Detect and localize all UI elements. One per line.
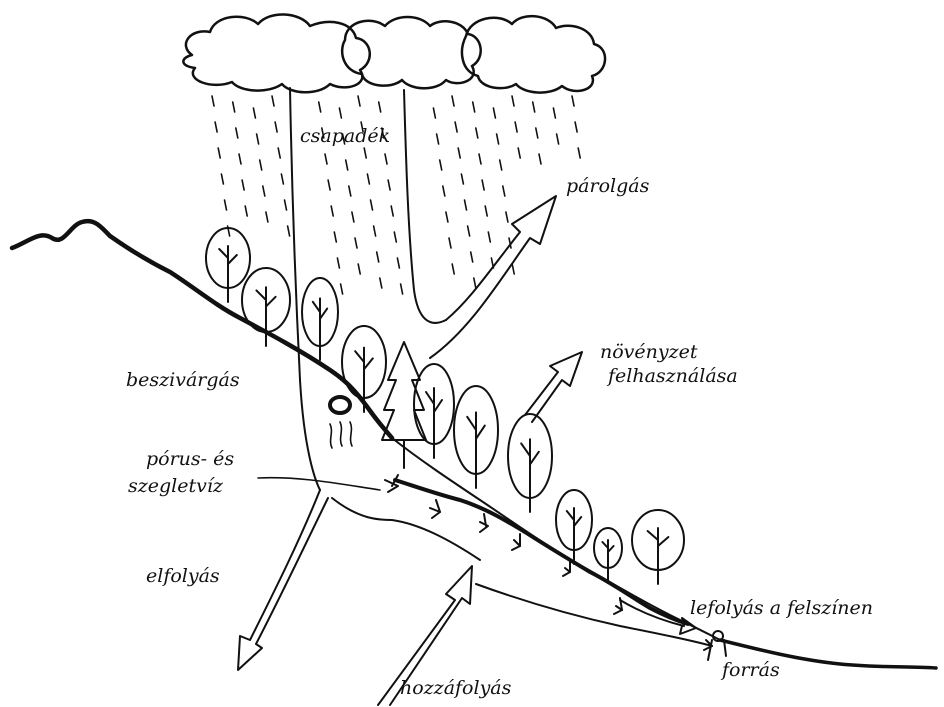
tree-trunk (219, 246, 237, 302)
label-evaporation: párolgás (566, 175, 650, 197)
label-vegetation-line2: felhasználása (606, 365, 738, 387)
label-precipitation: csapadék (300, 125, 390, 147)
tree-trunk (567, 508, 581, 564)
label-infiltration: beszivárgás (126, 369, 240, 391)
vegetation-use-arrow (525, 352, 582, 422)
infiltration-pocket (330, 397, 352, 448)
label-vegetation-line1: növényzet (600, 341, 698, 363)
rain-streaks (212, 96, 580, 294)
aquifer-boundary (332, 498, 712, 650)
trees (206, 228, 684, 584)
flow-ticks (392, 475, 622, 610)
label-spring: forrás (720, 659, 780, 681)
label-surface-runoff: lefolyás a felszínen (690, 597, 873, 619)
tree-trunk (355, 348, 373, 412)
tree-trunk (313, 298, 327, 360)
groundwater-path (395, 480, 688, 624)
clouds (183, 14, 605, 92)
evaporation-arrow (430, 196, 556, 358)
conifer-tree (382, 342, 426, 468)
tree-trunk (521, 439, 539, 512)
cloud-right (462, 16, 605, 92)
label-outflow: elfolyás (146, 565, 220, 587)
tree-trunk (648, 528, 669, 584)
label-pore-line1: pórus- és (146, 448, 234, 470)
outflow-arrow (238, 490, 328, 670)
label-inflow: hozzáfolyás (400, 677, 512, 699)
label-pore-line2: szegletvíz (128, 475, 224, 497)
tree-trunk (426, 388, 442, 458)
cloud-middle (342, 17, 481, 88)
labels: csapadék párolgás növényzet felhasználás… (126, 125, 873, 699)
tree-trunk (602, 540, 613, 582)
tree-trunk (467, 412, 485, 488)
